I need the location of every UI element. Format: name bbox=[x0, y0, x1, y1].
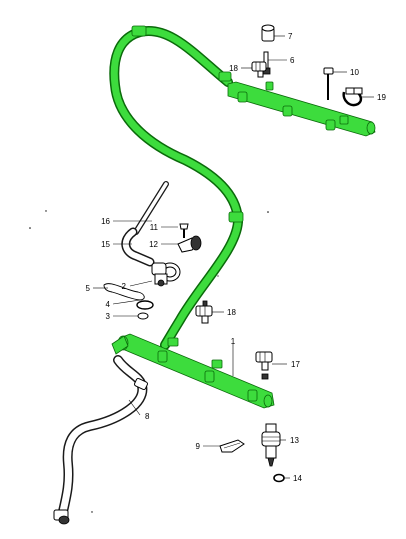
callout-10: 10 bbox=[350, 68, 359, 77]
callout-6: 6 bbox=[290, 56, 295, 65]
callout-12: 12 bbox=[149, 240, 158, 249]
retaining-clip[interactable] bbox=[219, 439, 245, 453]
hose-clamp-mid bbox=[228, 211, 244, 223]
injector-connector[interactable] bbox=[255, 351, 273, 380]
electrical-connector-upper[interactable] bbox=[251, 61, 267, 78]
callout-18-upper: 18 bbox=[229, 64, 238, 73]
callout-11: 11 bbox=[150, 223, 159, 232]
callout-14: 14 bbox=[293, 474, 302, 483]
callout-18-lower: 18 bbox=[227, 308, 236, 317]
callout-4: 4 bbox=[106, 300, 111, 309]
hose-clamp-upper bbox=[218, 71, 232, 82]
callout-16: 16 bbox=[101, 217, 110, 226]
rail-regulator-neck bbox=[111, 335, 129, 355]
hose-clamp[interactable] bbox=[342, 87, 363, 107]
callout-3: 3 bbox=[106, 312, 111, 321]
highlighted-fuel-line[interactable] bbox=[109, 25, 376, 409]
seal-small[interactable] bbox=[137, 312, 149, 320]
callout-17: 17 bbox=[291, 360, 300, 369]
callout-labels: 1 2 3 4 5 6 7 8 9 10 11 12 13 14 15 16 1… bbox=[86, 32, 387, 483]
scan-specks bbox=[29, 210, 269, 513]
upper-fuel-rail[interactable] bbox=[227, 81, 376, 137]
washer[interactable] bbox=[273, 473, 285, 483]
mounting-clip[interactable] bbox=[177, 235, 202, 253]
bolt[interactable] bbox=[323, 67, 334, 100]
cap[interactable] bbox=[261, 24, 275, 42]
vacuum-tube[interactable] bbox=[133, 181, 169, 235]
callout-8: 8 bbox=[145, 412, 150, 421]
fuel-pressure-regulator[interactable] bbox=[151, 262, 181, 287]
screw-small[interactable] bbox=[179, 223, 189, 238]
return-hose[interactable] bbox=[53, 355, 148, 525]
callout-15: 15 bbox=[101, 240, 110, 249]
callout-2: 2 bbox=[122, 282, 127, 291]
upper-rail-injector-ports bbox=[237, 81, 376, 135]
callout-5: 5 bbox=[86, 284, 91, 293]
callout-13: 13 bbox=[290, 436, 299, 445]
elbow-hose[interactable] bbox=[121, 227, 155, 267]
fuel-injector[interactable] bbox=[261, 423, 281, 467]
callout-19: 19 bbox=[377, 93, 386, 102]
callout-7: 7 bbox=[288, 32, 293, 41]
hose-clamp-top bbox=[131, 25, 147, 37]
callout-1: 1 bbox=[231, 337, 236, 346]
leader-lines bbox=[93, 35, 374, 479]
o-ring-large[interactable] bbox=[136, 300, 154, 310]
callout-9: 9 bbox=[196, 442, 201, 451]
electrical-connector-lower[interactable] bbox=[195, 300, 213, 324]
